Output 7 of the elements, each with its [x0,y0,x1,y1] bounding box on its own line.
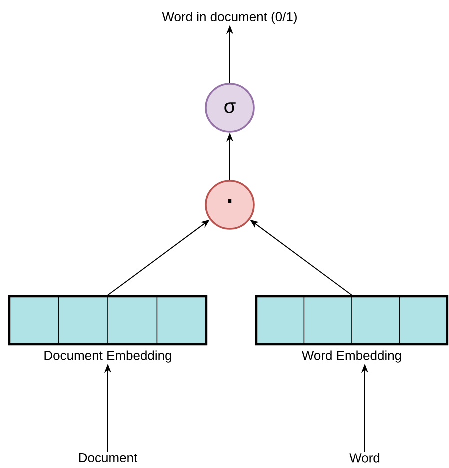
input-label: Document [79,453,138,463]
output-label: Word in document (0/1) [162,12,297,24]
vector-label: Document Embedding [44,350,172,363]
embedding-vector [8,295,208,346]
vector-label: Word Embedding [302,350,402,363]
input-label: Word [350,453,380,463]
embedding-vector [255,295,449,346]
